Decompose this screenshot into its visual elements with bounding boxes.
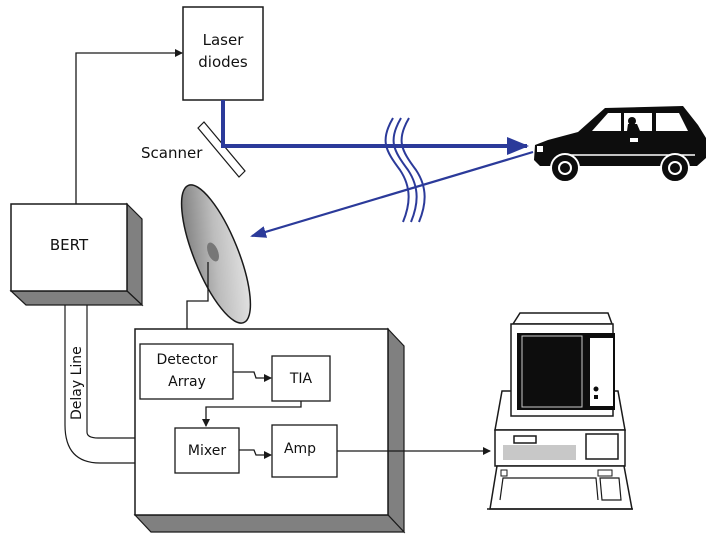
laser-label-line1: Laser	[203, 31, 245, 49]
amp-box: Amp	[271, 424, 338, 478]
mixer-to-amp-line	[239, 449, 272, 459]
detector-label-line1: Detector	[156, 352, 217, 368]
scanner-label: Scanner	[141, 144, 203, 162]
bert-label: BERT	[50, 236, 89, 254]
computer-icon	[487, 312, 633, 510]
dish-to-detector-line	[183, 262, 209, 344]
scanner-mirror	[197, 121, 246, 178]
mixer-box: Mixer	[174, 427, 240, 474]
detector-label-line2: Array	[168, 374, 206, 390]
detector-to-tia-line	[233, 371, 272, 382]
dish-icon	[180, 184, 252, 324]
bert-box: BERT	[9, 202, 144, 307]
tia-to-mixer-line	[202, 401, 302, 427]
tia-label: TIA	[289, 371, 313, 387]
laser-diodes-box: Laser diodes	[182, 6, 264, 101]
outgoing-beam	[221, 100, 529, 155]
car-icon	[534, 106, 706, 183]
laser-label-line2: diodes	[198, 53, 248, 71]
detector-array-box: Detector Array	[139, 343, 234, 400]
distance-break-icon	[384, 117, 426, 223]
return-beam	[250, 150, 534, 238]
bert-to-laser-line	[75, 49, 183, 204]
tia-box: TIA	[271, 355, 331, 402]
amp-label: Amp	[284, 441, 316, 457]
mixer-label: Mixer	[188, 443, 226, 459]
delay-line-label: Delay Line	[69, 346, 85, 420]
